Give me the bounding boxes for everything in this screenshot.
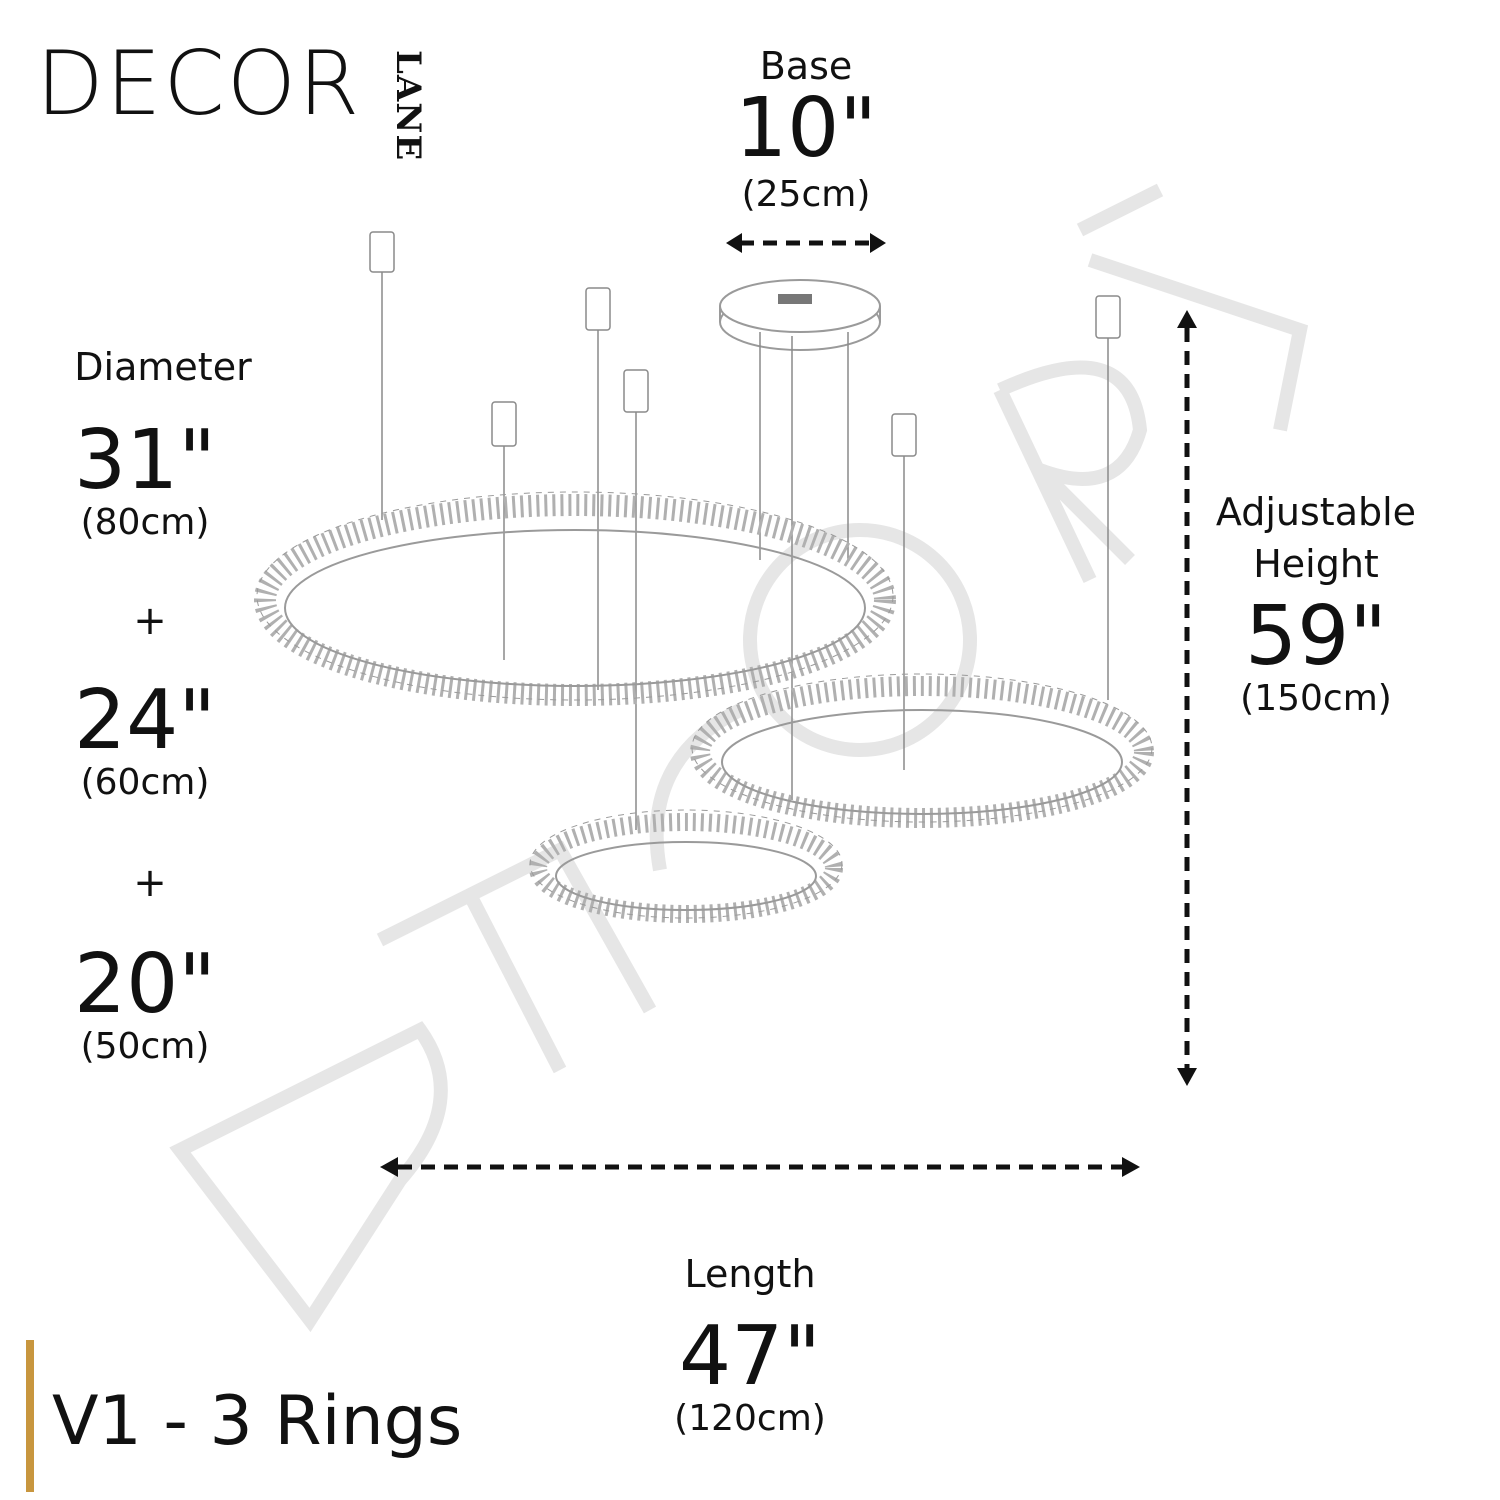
variant-title: V1 - 3 Rings xyxy=(52,1382,463,1461)
diameter-ring-2: 24" (60cm) xyxy=(50,673,240,804)
brand-logo-sub: LANE xyxy=(388,50,428,162)
ring-3-inches: 20" xyxy=(73,937,217,1032)
height-cm: (150cm) xyxy=(1240,678,1392,719)
ring-3-cm: (50cm) xyxy=(80,1026,210,1067)
diameter-ring-1: 31" (80cm) xyxy=(50,413,240,544)
height-label-line1: Adjustable xyxy=(1215,490,1417,534)
ring-small xyxy=(529,809,843,923)
height-dimension: Adjustable Height 59" (150cm) xyxy=(1196,490,1436,719)
watermark-logo xyxy=(169,183,1309,1333)
height-inches: 59" xyxy=(1244,589,1388,684)
base-inches: 10" xyxy=(734,81,878,176)
length-dimension: Length 47" (120cm) xyxy=(630,1252,870,1439)
ceiling-canopy xyxy=(719,279,881,351)
plus-separator-1: + xyxy=(133,598,167,644)
base-label: Base xyxy=(759,44,853,88)
crystal-rings xyxy=(254,491,1154,923)
length-label: Length xyxy=(684,1252,816,1296)
ring-1-cm: (80cm) xyxy=(80,502,210,543)
ring-2-inches: 24" xyxy=(73,673,217,768)
diameter-ring-3: 20" (50cm) xyxy=(50,937,240,1068)
length-cm: (120cm) xyxy=(674,1398,826,1439)
length-inches: 47" xyxy=(678,1309,822,1404)
ring-1-inches: 31" xyxy=(73,413,217,508)
brand-logo: DECOR xyxy=(36,32,362,135)
length-arrow xyxy=(380,1157,1140,1177)
base-dimension: Base 10" (25cm) xyxy=(706,44,906,215)
ring-large xyxy=(254,491,896,706)
pendant-caps xyxy=(369,231,1121,830)
base-width-arrow xyxy=(726,233,886,253)
base-cm: (25cm) xyxy=(741,174,871,215)
plus-separator-2: + xyxy=(133,860,167,906)
height-arrow xyxy=(1177,310,1197,1086)
accent-bar xyxy=(26,1340,34,1492)
height-label-line2: Height xyxy=(1253,542,1379,586)
ring-2-cm: (60cm) xyxy=(80,762,210,803)
diameter-label: Diameter xyxy=(74,345,252,389)
ring-medium xyxy=(690,673,1154,828)
